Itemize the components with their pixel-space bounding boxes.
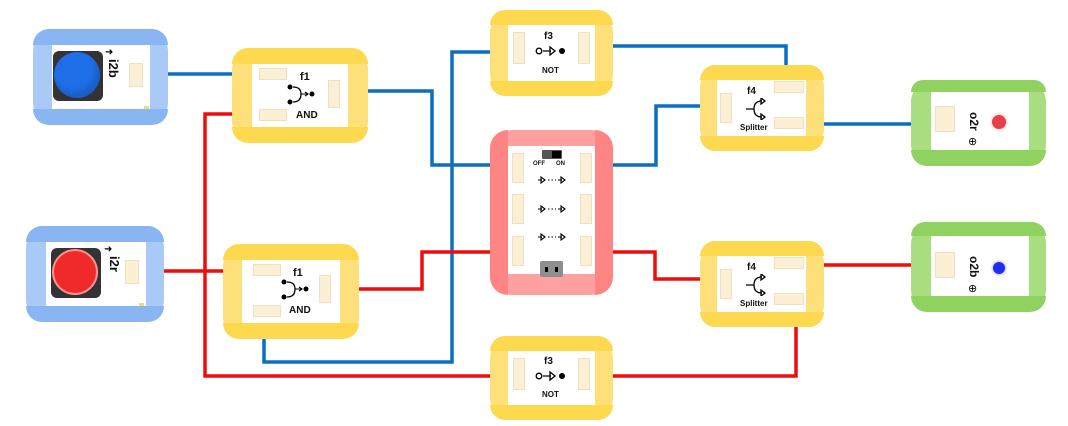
blue-led bbox=[993, 262, 1005, 274]
splitter-icon bbox=[746, 98, 767, 120]
gate-splitter-bottom[interactable]: f4 Splitter bbox=[700, 241, 824, 327]
input-connector[interactable] bbox=[935, 106, 955, 132]
output-connector-1[interactable] bbox=[774, 257, 804, 269]
output-connector[interactable] bbox=[129, 63, 143, 87]
gate-and-top[interactable]: f1 AND bbox=[232, 48, 368, 143]
gate-not-bottom[interactable]: f3 NOT bbox=[490, 336, 613, 420]
gate-function: Splitter bbox=[740, 299, 768, 308]
wire-and-top-to-hub[interactable] bbox=[338, 89, 515, 167]
hub-input-1[interactable] bbox=[512, 153, 524, 183]
gate-function: AND bbox=[289, 305, 311, 316]
status-led bbox=[144, 106, 149, 109]
gate-function: Splitter bbox=[740, 123, 768, 132]
status-led bbox=[139, 303, 144, 306]
output-connector[interactable] bbox=[578, 358, 590, 390]
output-connector-2[interactable] bbox=[774, 117, 804, 129]
gate-name: f1 bbox=[293, 267, 303, 279]
gate-name: f1 bbox=[300, 71, 310, 83]
input-module-i2b[interactable]: i2b ➜ bbox=[33, 29, 168, 125]
hub-input-2[interactable] bbox=[512, 194, 524, 224]
input-connector-1[interactable] bbox=[259, 68, 287, 80]
output-connector-2[interactable] bbox=[774, 293, 804, 305]
and-gate-icon bbox=[281, 279, 309, 300]
output-module-o2b[interactable]: o2b ⊕ bbox=[911, 222, 1046, 312]
gate-name: f3 bbox=[544, 31, 553, 42]
switch-off-label: OFF bbox=[533, 161, 545, 167]
red-push-button[interactable] bbox=[52, 249, 98, 295]
output-connector[interactable] bbox=[578, 32, 590, 64]
gate-function: NOT bbox=[542, 390, 559, 399]
input-sensor-icon: ➜ bbox=[105, 47, 114, 58]
output-connector[interactable] bbox=[125, 260, 139, 284]
hub-output-3[interactable] bbox=[580, 236, 592, 266]
input-connector[interactable] bbox=[935, 252, 955, 278]
gate-function: NOT bbox=[542, 66, 559, 75]
output-connector[interactable] bbox=[319, 275, 331, 303]
and-gate-icon bbox=[287, 84, 315, 105]
input-connector[interactable] bbox=[513, 358, 525, 390]
red-led bbox=[992, 115, 1006, 129]
not-gate-icon bbox=[535, 45, 565, 57]
hub-module[interactable]: OFF ON bbox=[490, 130, 613, 295]
not-gate-icon bbox=[535, 370, 565, 382]
gate-function: AND bbox=[296, 110, 318, 121]
wire-hub-to-split-top[interactable] bbox=[585, 104, 724, 167]
bulb-icon: ⊕ bbox=[968, 283, 978, 295]
hub-output-1[interactable] bbox=[580, 153, 592, 183]
input-connector[interactable] bbox=[513, 32, 525, 64]
wire-and-bottom-to-not-top[interactable] bbox=[262, 50, 517, 364]
hub-channel-icons bbox=[538, 175, 566, 242]
input-connector[interactable] bbox=[720, 93, 732, 123]
input-connector[interactable] bbox=[720, 269, 732, 299]
splitter-icon bbox=[746, 274, 767, 296]
wire-and-bottom-to-hub[interactable] bbox=[333, 250, 517, 291]
input-label: i2r bbox=[107, 256, 122, 272]
gate-splitter-top[interactable]: f4 Splitter bbox=[700, 65, 824, 151]
gate-and-bottom[interactable]: f1 AND bbox=[223, 244, 359, 339]
hub-input-3[interactable] bbox=[512, 236, 524, 266]
input-sensor-icon: ➜ bbox=[104, 244, 113, 255]
gate-not-top[interactable]: f3 NOT bbox=[490, 10, 613, 96]
output-label: o2r bbox=[967, 112, 981, 131]
output-module-o2r[interactable]: o2r ⊕ bbox=[911, 80, 1046, 166]
power-switch[interactable] bbox=[542, 150, 562, 159]
hub-output-2[interactable] bbox=[580, 194, 592, 224]
output-connector[interactable] bbox=[328, 80, 340, 108]
output-connector-1[interactable] bbox=[774, 81, 804, 93]
input-label: i2b bbox=[106, 59, 121, 78]
output-label: o2b bbox=[967, 256, 981, 278]
usb-port[interactable] bbox=[540, 261, 563, 277]
input-module-i2r[interactable]: i2r ➜ bbox=[26, 226, 164, 322]
blue-push-button[interactable] bbox=[54, 52, 100, 98]
input-connector-2[interactable] bbox=[253, 305, 281, 317]
wire-hub-to-split-bottom[interactable] bbox=[585, 250, 724, 281]
gate-name: f3 bbox=[544, 356, 553, 367]
switch-on-label: ON bbox=[556, 161, 565, 167]
input-connector-2[interactable] bbox=[259, 109, 287, 121]
input-connector-1[interactable] bbox=[253, 264, 281, 276]
bulb-icon: ⊕ bbox=[968, 136, 978, 148]
gate-name: f4 bbox=[747, 86, 756, 97]
gate-name: f4 bbox=[747, 262, 756, 273]
